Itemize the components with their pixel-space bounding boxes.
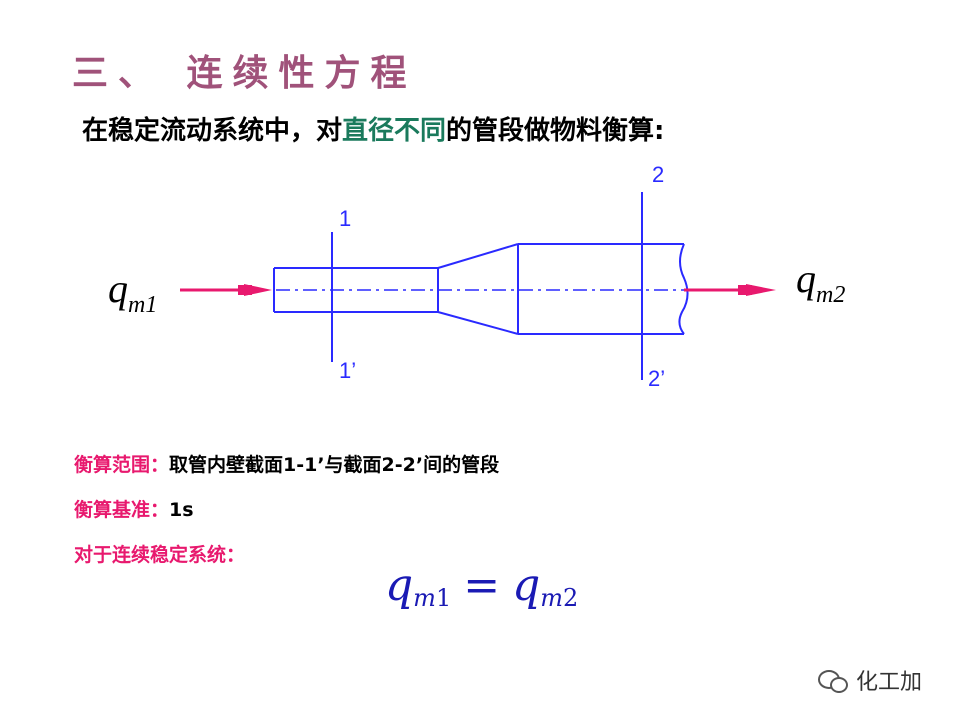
intro-after: 的管段做物料衡算:	[446, 116, 665, 146]
eq-lhs-sub-num: 1	[435, 584, 452, 612]
balance-scope-line: 衡算范围：取管内壁截面1-1’与截面2-2’间的管段	[74, 450, 499, 477]
intro-highlight: 直径不同	[342, 116, 447, 146]
inlet-arrow-icon	[180, 284, 272, 296]
balance-basis-value: 1s	[169, 499, 194, 521]
outlet-arrow-icon	[684, 284, 776, 296]
steady-system-key: 对于连续稳定系统：	[74, 544, 246, 566]
eq-rhs-sub-num: 2	[563, 584, 579, 612]
watermark: 化工加	[818, 664, 922, 696]
section-2-bottom-label: 2’	[648, 366, 665, 391]
balance-scope-value: 取管内壁截面1-1’与截面2-2’间的管段	[169, 454, 500, 476]
watermark-text: 化工加	[856, 670, 923, 695]
wechat-icon	[818, 668, 848, 693]
section-1-bottom-label: 1’	[339, 358, 356, 383]
inlet-q-label: qm1	[108, 266, 157, 318]
balance-scope-key: 衡算范围：	[74, 454, 170, 476]
eq-lhs-sub-var: m	[413, 584, 436, 612]
eq-rhs: q	[512, 560, 541, 611]
intro-text: 在稳定流动系统中，对直径不同的管段做物料衡算:	[82, 110, 664, 147]
balance-basis-line: 衡算基准：1s	[74, 495, 194, 522]
steady-system-line: 对于连续稳定系统：	[74, 540, 245, 567]
intro-before: 在稳定流动系统中，对	[82, 116, 343, 146]
continuity-equation: qm1=qm2	[385, 560, 578, 612]
outlet-q-label: qm2	[796, 256, 845, 308]
eq-lhs: q	[385, 560, 414, 611]
section-1-top-label: 1	[339, 206, 351, 231]
eq-op: =	[463, 560, 501, 611]
eq-rhs-sub-var: m	[540, 584, 564, 612]
slide-title: 三、 连续性方程	[72, 53, 417, 94]
pipe-outline	[273, 243, 689, 335]
section-2-top-label: 2	[652, 162, 664, 187]
balance-basis-key: 衡算基准：	[74, 499, 170, 521]
